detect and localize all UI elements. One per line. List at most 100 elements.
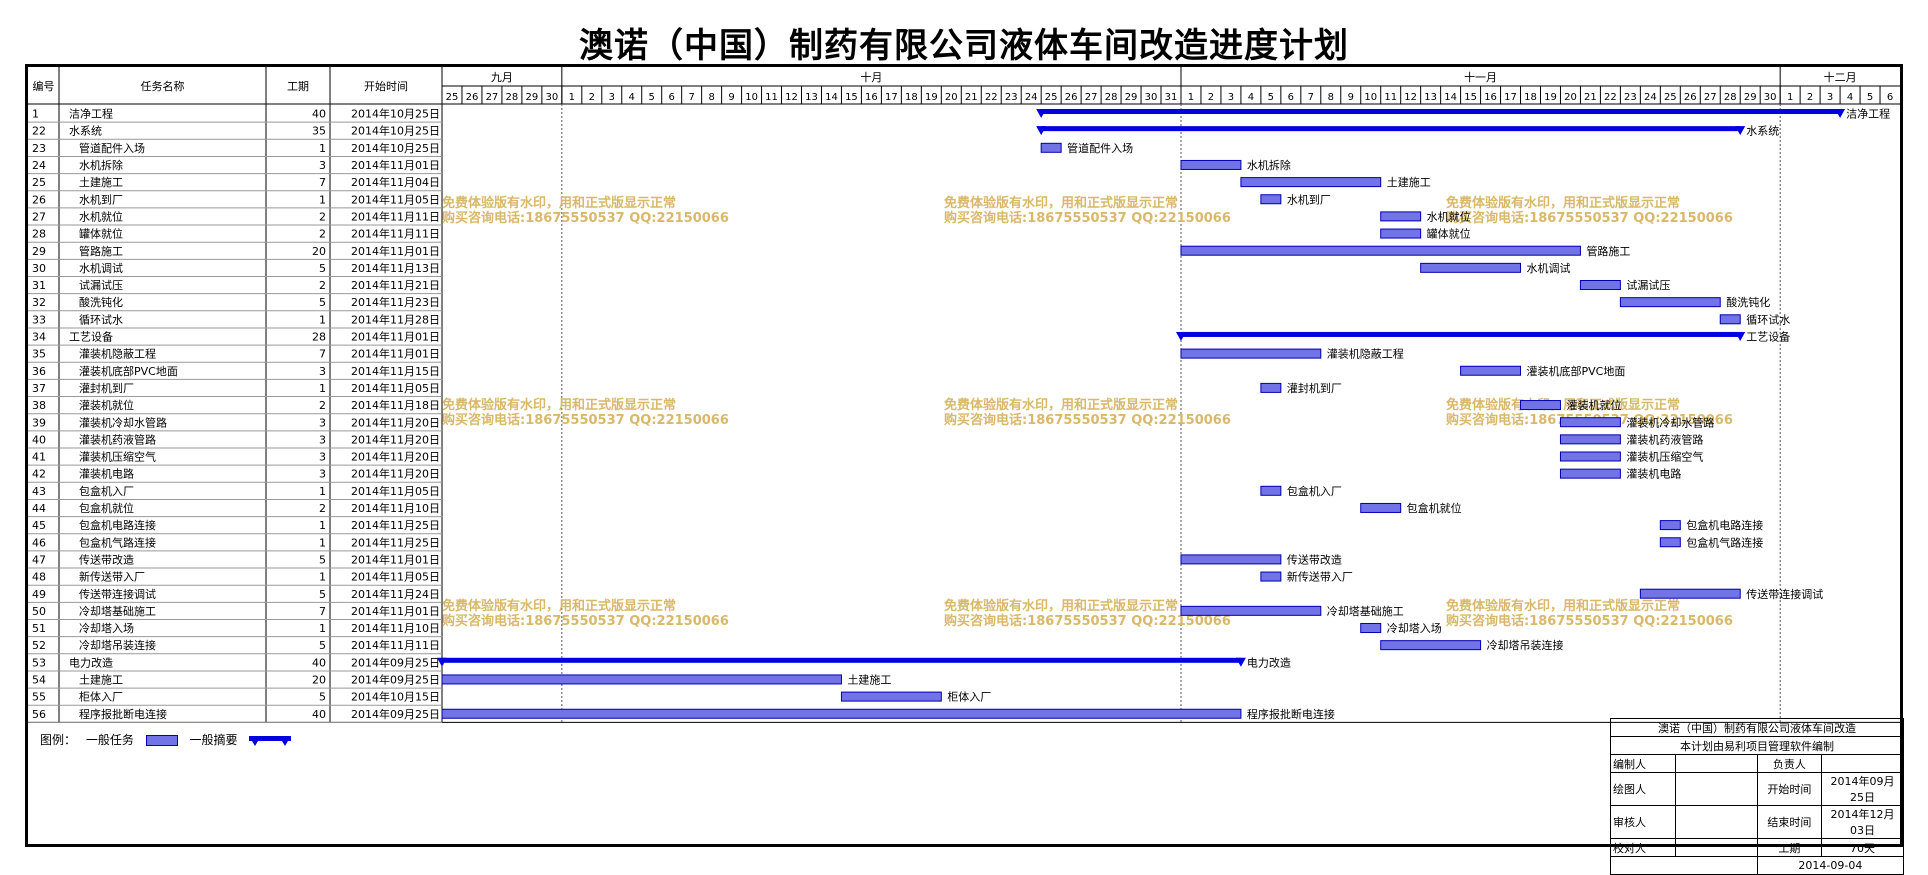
task-bar	[1579, 280, 1621, 290]
task-bar-label: 土建施工	[847, 673, 891, 687]
task-start: 2014年10月25日	[351, 107, 440, 121]
task-bar-label: 管路施工	[1586, 244, 1630, 258]
day-label: 23	[1624, 92, 1637, 103]
task-duration: 2	[319, 399, 326, 412]
info-checker-label: 校对人	[1611, 838, 1676, 857]
info-checker-value	[1675, 838, 1758, 857]
info-start-value: 2014年09月25日	[1821, 772, 1904, 806]
task-name: 土建施工	[79, 673, 123, 687]
task-bar-label: 管道配件入场	[1067, 141, 1133, 155]
info-duration-value: 70天	[1821, 838, 1904, 857]
day-label: 20	[1564, 92, 1577, 103]
day-label: 26	[466, 92, 479, 103]
task-name: 土建施工	[79, 175, 123, 189]
summary-bar-label: 水系统	[1746, 125, 1779, 138]
task-start: 2014年09月25日	[351, 655, 440, 669]
task-bar	[1260, 571, 1282, 582]
task-duration: 28	[312, 331, 326, 344]
day-label: 25	[446, 92, 459, 103]
task-duration: 20	[312, 674, 326, 687]
day-label: 29	[526, 92, 539, 103]
day-label: 10	[745, 92, 758, 103]
day-label: 19	[925, 92, 938, 103]
task-start: 2014年09月25日	[351, 707, 440, 721]
task-start: 2014年11月01日	[351, 244, 440, 258]
day-label: 29	[1125, 92, 1138, 103]
legend: 图例： 一般任务 一般摘要	[40, 731, 293, 748]
task-start: 2014年10月25日	[351, 141, 440, 155]
task-bar-label: 灌装机冷却水管路	[1626, 415, 1714, 429]
task-duration: 1	[319, 193, 326, 206]
task-bar-label: 柜体入厂	[947, 690, 991, 704]
task-bar-label: 土建施工	[1387, 175, 1431, 189]
task-name: 工艺设备	[69, 330, 113, 344]
day-label: 11	[1384, 92, 1397, 103]
day-label: 27	[1085, 92, 1098, 103]
task-start: 2014年11月20日	[351, 415, 440, 429]
task-id: 39	[32, 416, 46, 429]
task-name: 试漏试压	[79, 279, 123, 292]
task-start: 2014年11月28日	[351, 312, 440, 326]
month-label: 十月	[860, 70, 882, 84]
task-id: 41	[32, 451, 46, 464]
task-bar-label: 试漏试压	[1626, 279, 1670, 292]
day-label: 2	[1807, 92, 1813, 103]
info-project: 澳诺（中国）制药有限公司液体车间改造	[1611, 719, 1904, 737]
task-start: 2014年11月04日	[351, 175, 440, 189]
task-name: 包盒机电路连接	[79, 518, 156, 532]
day-label: 30	[1145, 92, 1158, 103]
task-id: 37	[32, 382, 46, 395]
day-label: 11	[765, 92, 778, 103]
task-id: 56	[32, 708, 46, 721]
task-id: 48	[32, 571, 46, 584]
task-duration: 5	[319, 262, 326, 275]
watermark-line-1: 免费体验版有水印，用和正式版显示正常	[1446, 397, 1680, 413]
task-bar-label: 水机调试	[1527, 261, 1571, 275]
task-id: 27	[32, 210, 46, 223]
summary-bar-label: 工艺设备	[1746, 330, 1790, 344]
task-name: 洁净工程	[69, 107, 113, 121]
day-label: 7	[688, 92, 694, 103]
task-bar-label: 程序报批断电连接	[1247, 707, 1335, 721]
day-label: 21	[965, 92, 978, 103]
task-duration: 2	[319, 228, 326, 241]
day-label: 16	[865, 92, 878, 103]
task-id: 55	[32, 691, 46, 704]
day-label: 18	[905, 92, 918, 103]
task-id: 47	[32, 553, 46, 566]
task-id: 30	[32, 262, 46, 275]
task-id: 35	[32, 348, 46, 361]
task-name: 程序报批断电连接	[79, 707, 167, 721]
task-name: 水机就位	[79, 209, 123, 223]
task-bar-label: 灌装机药液管路	[1626, 432, 1703, 446]
task-start: 2014年11月15日	[351, 364, 440, 378]
task-duration: 35	[312, 125, 326, 138]
task-bar-label: 循环试水	[1746, 313, 1790, 326]
task-start: 2014年11月05日	[351, 192, 440, 206]
day-label: 12	[785, 92, 798, 103]
day-label: 9	[728, 92, 734, 103]
task-name: 传送带改造	[79, 552, 134, 566]
task-name: 传送带连接调试	[79, 587, 156, 601]
watermark-line-2: 购买咨询电话:18675550537 QQ:22150066	[1446, 613, 1733, 629]
task-duration: 3	[319, 468, 326, 481]
task-bar	[1719, 314, 1741, 325]
day-label: 15	[845, 92, 858, 103]
task-name: 酸洗钝化	[79, 295, 123, 309]
task-bar-label: 新传送带入厂	[1287, 570, 1353, 584]
task-name: 水系统	[69, 125, 102, 138]
task-id: 46	[32, 536, 46, 549]
task-bar	[1360, 623, 1382, 633]
task-bar-label: 灌装机就位	[1566, 398, 1621, 412]
task-bar	[1559, 417, 1621, 428]
task-bar	[1380, 640, 1482, 651]
task-bar-label: 包盒机入厂	[1287, 484, 1342, 498]
task-start: 2014年11月24日	[351, 587, 440, 601]
task-id: 34	[32, 331, 46, 344]
watermark-line-1: 免费体验版有水印，用和正式版显示正常	[442, 195, 676, 211]
task-bar	[1420, 262, 1522, 273]
info-box: 澳诺（中国）制药有限公司液体车间改造 本计划由易利项目管理软件编制 编制人 负责…	[1610, 718, 1905, 875]
task-bar	[1260, 485, 1282, 496]
task-duration: 3	[319, 365, 326, 378]
day-label: 28	[1724, 92, 1737, 103]
